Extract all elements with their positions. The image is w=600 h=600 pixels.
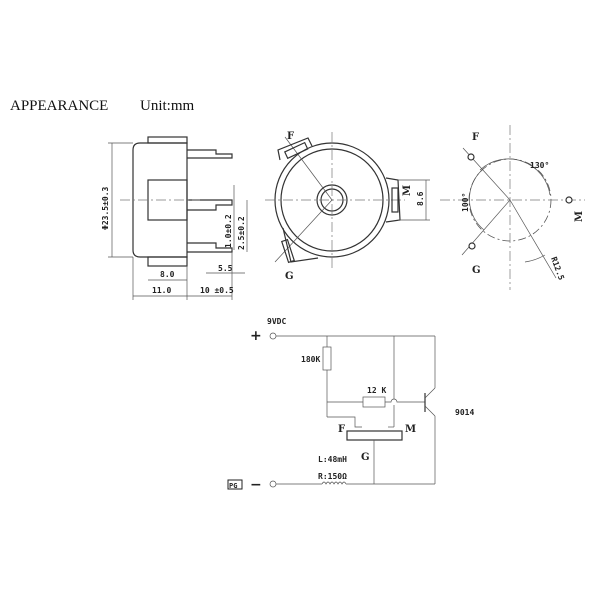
pin-len-dim: 5.5 xyxy=(218,264,233,273)
pin-m-hole xyxy=(565,196,573,204)
pin-f-hole xyxy=(467,153,475,161)
plus-sign: + xyxy=(250,328,262,344)
circuit-label-m: M xyxy=(405,424,416,435)
inductor-coil xyxy=(321,481,347,485)
tab-width-dim: 8.0 xyxy=(160,270,175,279)
circuit: 9VDC + 180K 12 K 9014 F M G L:48mH R:150… xyxy=(227,317,474,493)
inductance-label: L:48mH xyxy=(318,455,347,464)
transistor-label: 9014 xyxy=(455,408,474,417)
resistor-12k xyxy=(362,396,386,408)
logo-text: PG xyxy=(229,482,237,490)
radius-dim: R12.5 xyxy=(549,256,566,282)
minus-sign: − xyxy=(250,477,262,493)
pin-length-dim: 10 ±0.5 xyxy=(200,286,234,295)
pin-g-hole xyxy=(468,242,476,250)
pin-dim-1: 1.0±0.2 xyxy=(224,214,233,248)
logo xyxy=(227,479,243,490)
pin-label-g: G xyxy=(472,265,481,276)
angle-130: 130° xyxy=(530,161,549,170)
piezo-disc xyxy=(346,430,403,441)
circuit-label-f: F xyxy=(338,424,345,435)
front-label-m: M xyxy=(402,185,413,196)
r1-label: 180K xyxy=(301,355,320,364)
title: APPEARANCE xyxy=(10,98,108,114)
pin-dim-2: 2.5±0.2 xyxy=(237,216,246,250)
diameter-dim: Φ23.5±0.3 xyxy=(101,186,110,230)
front-label-f: F xyxy=(287,131,294,142)
supply-label: 9VDC xyxy=(267,317,286,326)
body-depth-dim: 11.0 xyxy=(152,286,171,295)
angle-100: 100° xyxy=(461,193,470,212)
pin-layout: 130° 100° R12.5 F M G xyxy=(440,125,585,290)
front-view: 8.6 F M G xyxy=(265,131,430,282)
resistor-180k xyxy=(322,346,332,371)
unit-label: Unit:mm xyxy=(140,98,195,114)
resistance-label: R:150Ω xyxy=(318,472,347,481)
side-view: Φ23.5±0.3 1.0±0.2 2.5±0.2 5.5 8.0 11.0 1… xyxy=(101,136,248,300)
front-label-g: G xyxy=(285,271,294,282)
tab-dim: 8.6 xyxy=(416,191,425,206)
circuit-label-g: G xyxy=(361,452,370,463)
r2-label: 12 K xyxy=(367,386,386,395)
pin-label-f: F xyxy=(472,132,479,143)
pin-label-m: M xyxy=(574,211,585,222)
